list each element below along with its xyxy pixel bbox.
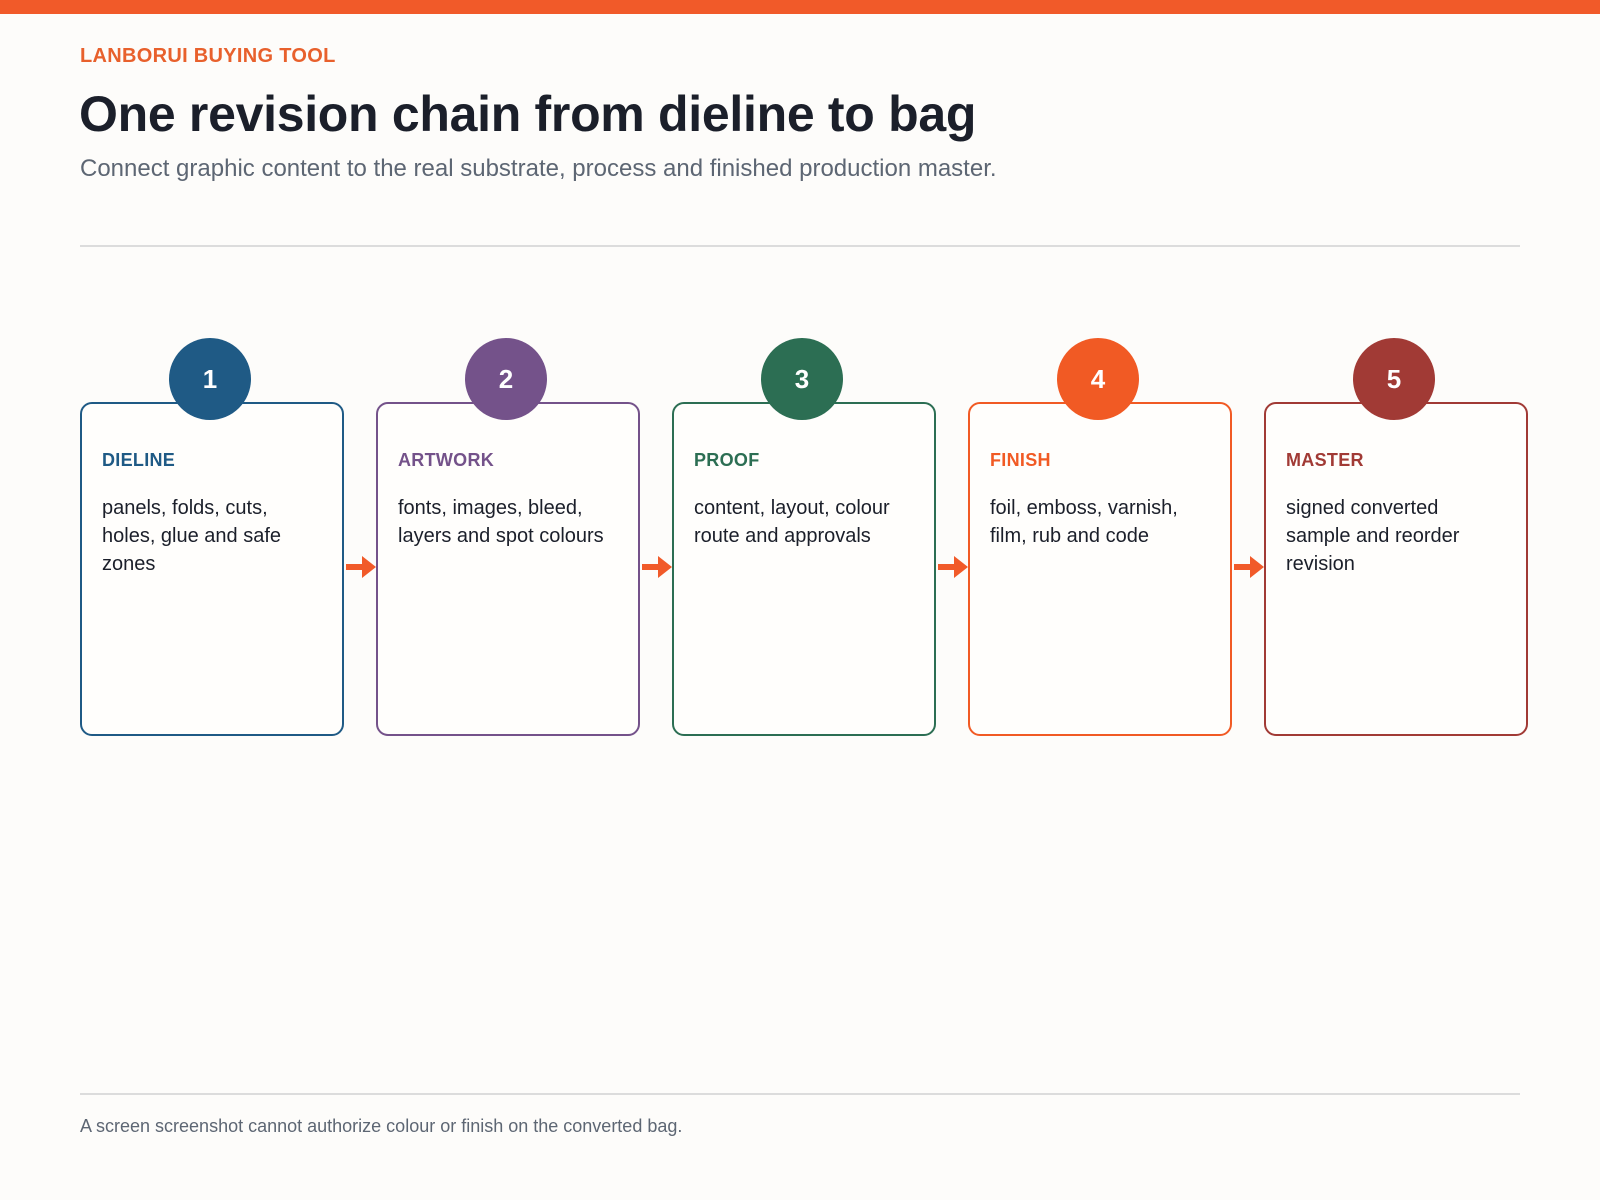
step-card bbox=[672, 402, 936, 736]
step-title: ARTWORK bbox=[398, 450, 495, 470]
footer-divider bbox=[80, 1093, 1520, 1095]
page-subtitle: Connect graphic content to the real subs… bbox=[80, 155, 997, 182]
top-accent-bar bbox=[0, 0, 1600, 14]
step-number-badge: 3 bbox=[761, 338, 843, 420]
header-divider bbox=[80, 245, 1520, 247]
step-number-badge: 5 bbox=[1353, 338, 1435, 420]
step-title: PROOF bbox=[694, 450, 760, 470]
eyebrow-label: LANBORUI BUYING TOOL bbox=[80, 45, 336, 67]
step-number-badge: 1 bbox=[169, 338, 251, 420]
step-card bbox=[968, 402, 1232, 736]
arrow-right-icon bbox=[938, 556, 968, 578]
step-number-badge: 4 bbox=[1057, 338, 1139, 420]
step-master: 5 MASTER signed converted sample and reo… bbox=[1264, 338, 1528, 736]
step-description: fonts, images, bleed, layers and spot co… bbox=[398, 497, 604, 547]
step-number-badge: 2 bbox=[465, 338, 547, 420]
arrow-right-icon bbox=[642, 556, 672, 578]
step-title: MASTER bbox=[1286, 450, 1364, 470]
step-title: DIELINE bbox=[102, 450, 176, 470]
step-description: panels, folds, cuts, holes, glue and saf… bbox=[102, 497, 282, 575]
step-proof: 3 PROOF content, layout, colour route an… bbox=[672, 338, 936, 736]
step-description: content, layout, colour route and approv… bbox=[694, 497, 890, 547]
step-dieline: 1 DIELINE panels, folds, cuts, holes, gl… bbox=[80, 338, 344, 736]
step-artwork: 2 ARTWORK fonts, images, bleed, layers a… bbox=[376, 338, 640, 736]
step-title: FINISH bbox=[990, 450, 1051, 470]
arrow-right-icon bbox=[1234, 556, 1264, 578]
step-finish: 4 FINISH foil, emboss, varnish, film, ru… bbox=[968, 338, 1232, 736]
step-card bbox=[80, 402, 344, 736]
arrow-right-icon bbox=[346, 556, 376, 578]
step-description: foil, emboss, varnish, film, rub and cod… bbox=[990, 497, 1178, 547]
step-card bbox=[376, 402, 640, 736]
footnote: A screen screenshot cannot authorize col… bbox=[80, 1116, 683, 1136]
step-card bbox=[1264, 402, 1528, 736]
step-description: signed converted sample and reorder revi… bbox=[1286, 497, 1460, 575]
page-title: One revision chain from dieline to bag bbox=[79, 86, 977, 142]
